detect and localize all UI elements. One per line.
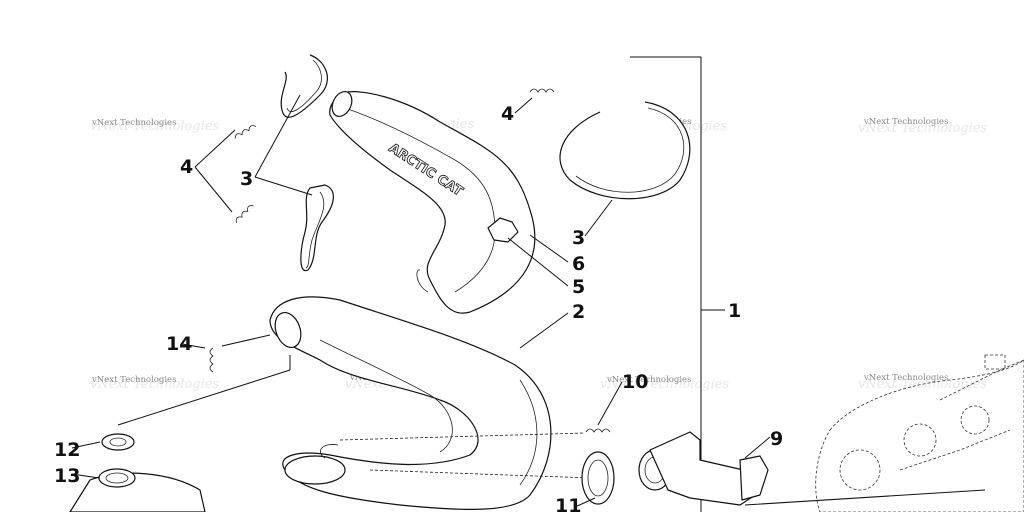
callout-6: 6	[572, 253, 585, 275]
callout-3: 3	[240, 168, 253, 190]
watermark-ghost: vNext Technologies	[90, 377, 219, 392]
watermark: vNext Technologies	[91, 375, 176, 385]
muffler	[69, 355, 291, 512]
expansion-chamber	[269, 296, 591, 510]
engine-outline	[815, 354, 1024, 512]
watermark: vNext Technologies	[91, 118, 176, 128]
chain-straps-left	[280, 54, 334, 272]
watermark: vNext Technologies	[606, 375, 691, 385]
callout-4: 4	[180, 156, 193, 178]
callout-11: 11	[555, 495, 581, 512]
chain-strap-right	[559, 101, 691, 200]
manifold-parts	[581, 431, 986, 506]
watermark-ghost: vNext Technologies	[90, 119, 219, 134]
callout-13: 13	[54, 465, 80, 487]
assembly-bracket	[630, 56, 725, 512]
leader-lines	[71, 94, 771, 508]
springs	[209, 88, 611, 433]
callouts: 4 3 4 3 6 5 2 1 14 10 9 12 13 11	[54, 103, 783, 512]
watermark: vNext Technologies	[863, 117, 948, 127]
callout-9: 9	[770, 428, 783, 450]
callout-2: 2	[572, 301, 585, 323]
callout-4: 4	[501, 103, 514, 125]
callout-10: 10	[622, 371, 648, 393]
callout-3: 3	[572, 227, 585, 249]
callout-14: 14	[166, 333, 192, 355]
watermarks: vNext Technologies vNext Technologies vN…	[90, 114, 987, 392]
heat-shield: ARCTIC CAT	[329, 91, 536, 314]
callout-12: 12	[54, 439, 80, 461]
callout-1: 1	[728, 300, 741, 322]
watermark-ghost: vNext Technologies	[600, 377, 729, 392]
callout-5: 5	[572, 276, 585, 298]
watermark: vNext Technologies	[863, 373, 948, 383]
watermark-ghost: vNext Technologies	[858, 121, 987, 136]
